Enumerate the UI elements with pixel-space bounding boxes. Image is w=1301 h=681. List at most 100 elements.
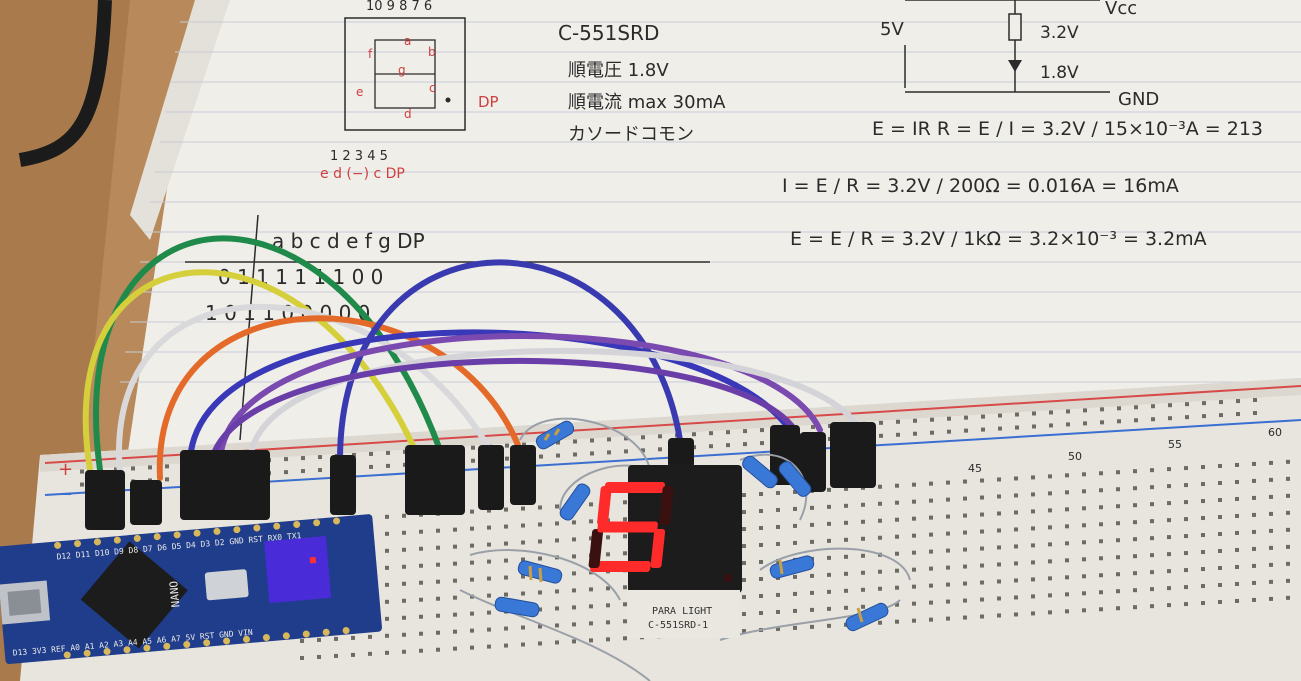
breadboard-hole	[589, 604, 593, 609]
breadboard-hole	[1286, 476, 1290, 481]
breadboard-hole	[1031, 577, 1035, 582]
breadboard-hole	[827, 589, 831, 594]
breadboard-hole	[368, 634, 372, 639]
breadboard-hole	[827, 623, 831, 628]
rail-hole	[930, 417, 934, 422]
breadboard-hole	[419, 631, 423, 636]
header-pin	[113, 536, 121, 544]
rail-hole	[811, 424, 815, 429]
breadboard-hole	[844, 554, 848, 559]
breadboard-hole	[742, 493, 746, 498]
breadboard-hole	[402, 547, 406, 552]
breadboard-hole	[963, 496, 967, 501]
breadboard-hole	[589, 621, 593, 626]
breadboard-hole	[1065, 609, 1069, 614]
breadboard-hole	[878, 484, 882, 489]
breadboard-hole	[980, 478, 984, 483]
breadboard-hole	[1252, 580, 1256, 585]
breadboard-hole	[912, 516, 916, 521]
breadboard-hole	[1201, 584, 1205, 589]
breadboard-hole	[487, 576, 491, 581]
header-pin	[233, 526, 241, 534]
breadboard-hole	[487, 559, 491, 564]
breadboard-hole	[997, 528, 1001, 533]
header-pin	[313, 519, 321, 527]
breadboard-hole	[589, 587, 593, 592]
rail-hole	[607, 450, 611, 455]
breadboard-hole	[929, 481, 933, 486]
breadboard-hole	[1133, 469, 1137, 474]
breadboard-hole	[1031, 509, 1035, 514]
breadboard-hole	[776, 490, 780, 495]
rail-hole	[505, 443, 509, 448]
breadboard-hole	[487, 525, 491, 530]
seg-c-label: c	[429, 81, 436, 95]
rail-hole	[1117, 419, 1121, 424]
seg-d-label: d	[404, 107, 412, 121]
breadboard-hole	[606, 603, 610, 608]
breadboard-hole	[861, 553, 865, 558]
breadboard-hole	[1048, 610, 1052, 615]
breadboard-hole	[487, 508, 491, 513]
part-number: C-551SRD	[558, 21, 659, 45]
rail-hole	[573, 452, 577, 457]
breadboard-hole	[317, 654, 321, 659]
header-pin	[282, 632, 290, 640]
breadboard-hole	[946, 616, 950, 621]
resistor-5	[742, 455, 778, 489]
breadboard-hole	[1184, 602, 1188, 607]
breadboard-hole	[895, 619, 899, 624]
rail-hole	[930, 430, 934, 435]
breadboard-hole	[453, 527, 457, 532]
col-label-55: 55	[1168, 438, 1182, 451]
breadboard-hole	[759, 543, 763, 548]
breadboard-hole	[1167, 569, 1171, 574]
breadboard-hole	[1099, 488, 1103, 493]
breadboard-hole	[1048, 525, 1052, 530]
breadboard-hole	[300, 656, 304, 660]
breadboard-hole	[538, 624, 542, 629]
breadboard-hole	[385, 650, 389, 655]
jumper-wires	[82, 235, 863, 481]
resistor-8	[845, 602, 889, 632]
breadboard-hole	[776, 592, 780, 597]
breadboard-hole	[793, 574, 797, 579]
breadboard-hole	[946, 531, 950, 536]
breadboard-hole	[844, 486, 848, 491]
breadboard-hole	[555, 521, 559, 526]
breadboard-hole	[776, 609, 780, 614]
breadboard-hole	[1014, 578, 1018, 583]
breadboard-hole	[1116, 521, 1120, 526]
breadboard-hole	[1235, 530, 1239, 535]
header-pin	[133, 534, 141, 542]
rail-hole	[641, 435, 645, 440]
breadboard-hole	[1269, 562, 1273, 567]
forward-current: 順電流 max 30mA	[568, 92, 726, 113]
breadboard-hole	[776, 507, 780, 512]
breadboard-hole	[963, 547, 967, 552]
breadboard-hole	[1133, 588, 1137, 593]
breadboard-hole	[742, 527, 746, 532]
breadboard-hole	[1167, 586, 1171, 591]
breadboard-hole	[1031, 475, 1035, 480]
breadboard-hole	[1116, 589, 1120, 594]
rail-hole	[556, 453, 560, 458]
rail-hole	[760, 428, 764, 433]
breadboard-hole	[980, 597, 984, 602]
breadboard-hole	[980, 580, 984, 585]
equations: E = IR R = E / I = 3.2V / 15×10⁻³A = 213…	[782, 118, 1263, 250]
breadboard-hole	[1133, 554, 1137, 559]
breadboard-hole	[742, 578, 746, 583]
breadboard-hole	[487, 610, 491, 615]
breadboard-hole	[912, 482, 916, 487]
header-pin	[223, 637, 231, 645]
breadboard-hole	[572, 537, 576, 542]
breadboard-hole	[793, 608, 797, 613]
rail-hole	[369, 451, 373, 456]
breadboard-hole	[1235, 547, 1239, 552]
breadboard-hole	[1252, 546, 1256, 551]
header-pin	[293, 520, 301, 528]
seg-e-label: e	[356, 85, 363, 99]
breadboard-hole	[844, 571, 848, 576]
breadboard-hole	[1286, 527, 1290, 532]
